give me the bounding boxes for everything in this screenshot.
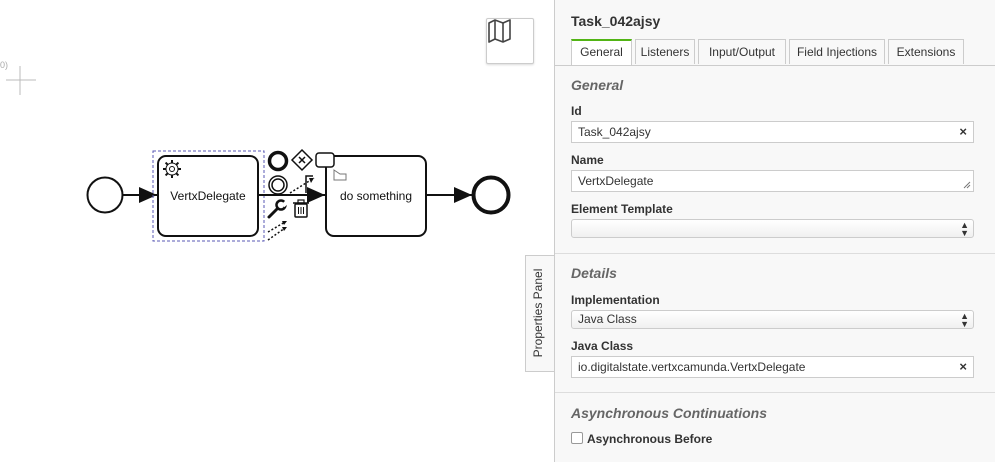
id-label: Id	[571, 104, 582, 118]
implementation-select[interactable]: Java Class ▲▼	[571, 310, 974, 329]
implementation-label: Implementation	[571, 293, 660, 307]
bpmn-canvas[interactable]: 0) VertxDelegate do something	[0, 0, 554, 462]
resize-grip-icon[interactable]	[963, 181, 971, 189]
tab-field-injections[interactable]: Field Injections	[789, 39, 885, 64]
minimap-toggle-button[interactable]	[486, 18, 534, 64]
end-event[interactable]	[471, 175, 511, 215]
name-value: VertxDelegate	[578, 174, 654, 188]
coordinate-label: 0)	[0, 60, 9, 70]
select-arrows-icon: ▲▼	[960, 311, 969, 329]
java-class-field[interactable]: io.digitalstate.vertxcamunda.VertxDelega…	[571, 356, 974, 378]
id-value: Task_042ajsy	[578, 125, 651, 139]
tab-input-output[interactable]: Input/Output	[698, 39, 786, 64]
async-before-option[interactable]: Asynchronous Before	[571, 432, 712, 446]
tab-listeners[interactable]: Listeners	[635, 39, 695, 64]
name-label: Name	[571, 153, 604, 167]
element-template-label: Element Template	[571, 202, 673, 216]
start-event[interactable]	[86, 176, 124, 214]
append-text-annotation-icon[interactable]	[305, 175, 313, 193]
section-async-heading: Asynchronous Continuations	[571, 405, 767, 421]
task-label: do something	[339, 189, 413, 203]
append-intermediate-event-icon[interactable]	[268, 175, 288, 195]
name-field[interactable]: VertxDelegate	[571, 170, 974, 192]
id-field[interactable]: Task_042ajsy ×	[571, 121, 974, 143]
cursor-icon	[333, 169, 347, 181]
java-class-clear-icon[interactable]: ×	[959, 359, 967, 374]
append-end-event-icon[interactable]	[267, 150, 289, 172]
tab-general[interactable]: General	[571, 39, 632, 65]
diagram-svg	[6, 66, 511, 242]
context-pad	[267, 148, 347, 241]
java-class-label: Java Class	[571, 339, 634, 353]
map-icon	[488, 19, 511, 43]
connect-icon[interactable]	[289, 177, 315, 194]
tab-extensions[interactable]: Extensions	[888, 39, 964, 64]
section-divider	[555, 392, 995, 393]
wrench-icon[interactable]	[267, 199, 289, 219]
panel-title: Task_042ajsy	[571, 13, 661, 29]
implementation-value: Java Class	[578, 312, 637, 326]
append-gateway-icon[interactable]	[290, 148, 314, 172]
section-divider	[555, 253, 995, 254]
gear-icon	[163, 160, 181, 178]
id-clear-icon[interactable]: ×	[959, 124, 967, 139]
properties-panel: Task_042ajsy General Listeners Input/Out…	[554, 0, 995, 462]
select-arrows-icon: ▲▼	[960, 220, 969, 238]
trash-icon[interactable]	[293, 199, 309, 218]
element-template-select[interactable]: ▲▼	[571, 219, 974, 238]
java-class-value: io.digitalstate.vertxcamunda.VertxDelega…	[578, 360, 806, 374]
panel-tabs: General Listeners Input/Output Field Inj…	[555, 39, 995, 66]
properties-panel-toggle-label: Properties Panel	[531, 268, 545, 358]
connect-flow-icon[interactable]	[267, 221, 287, 241]
async-before-label: Asynchronous Before	[587, 432, 713, 446]
append-task-icon[interactable]	[315, 152, 335, 168]
section-details-heading: Details	[571, 265, 617, 281]
properties-panel-toggle[interactable]: Properties Panel	[525, 255, 554, 372]
async-before-checkbox[interactable]	[571, 432, 583, 444]
section-general-heading: General	[571, 77, 624, 93]
task-label: VertxDelegate	[170, 189, 246, 203]
origin-crosshair	[6, 66, 36, 95]
